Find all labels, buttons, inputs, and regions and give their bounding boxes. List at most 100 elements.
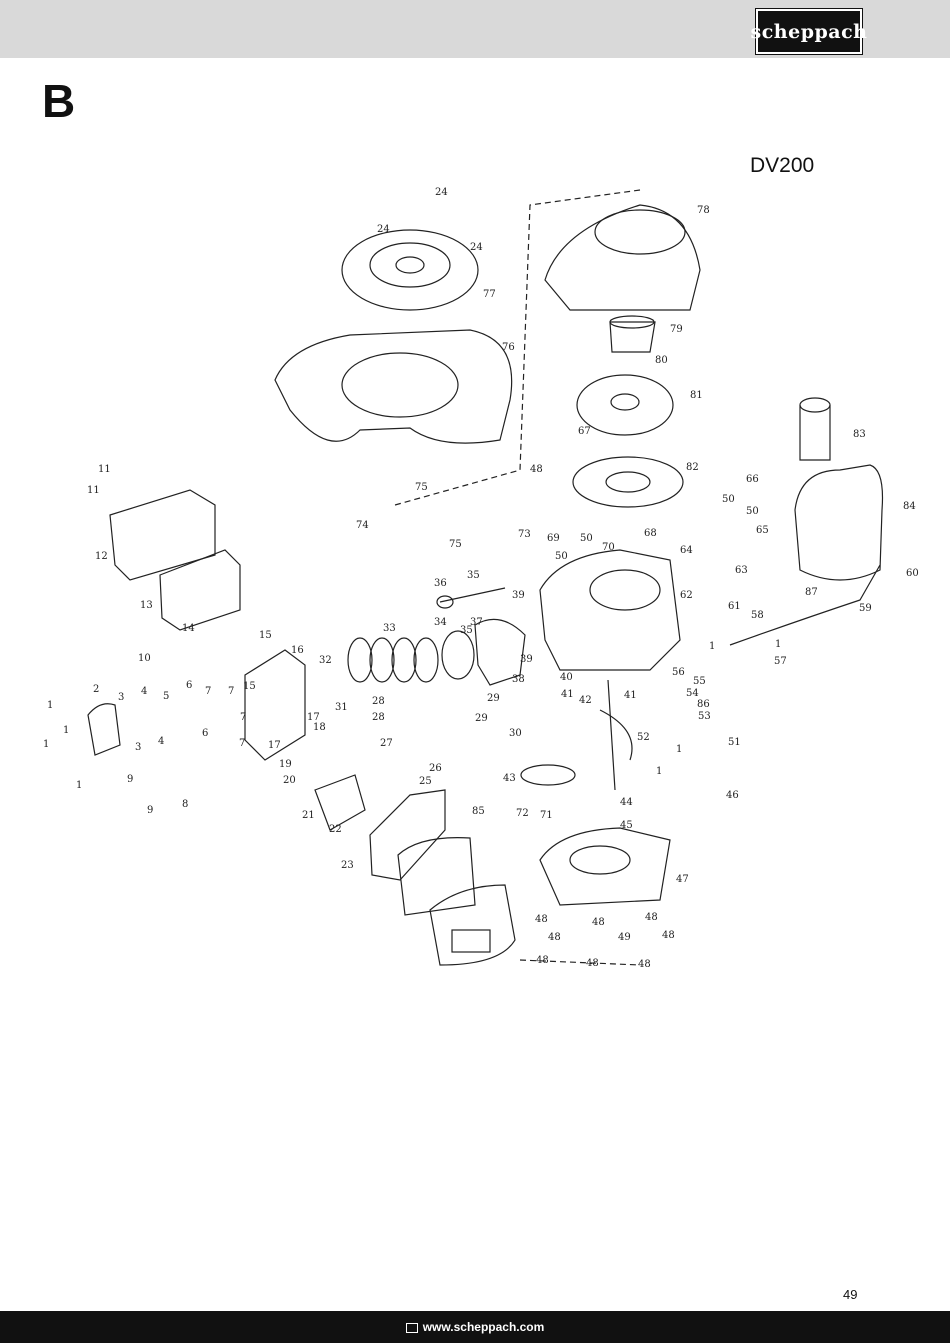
svg-text:65: 65 <box>756 525 769 536</box>
svg-text:57: 57 <box>774 656 787 667</box>
svg-text:80: 80 <box>655 355 668 366</box>
svg-text:7: 7 <box>240 712 246 723</box>
svg-text:52: 52 <box>637 732 650 743</box>
svg-text:67: 67 <box>578 426 591 437</box>
svg-text:24: 24 <box>435 187 448 198</box>
svg-text:58: 58 <box>751 610 764 621</box>
svg-text:28: 28 <box>372 696 385 707</box>
svg-text:7: 7 <box>205 686 211 697</box>
svg-text:82: 82 <box>686 462 699 473</box>
svg-text:35: 35 <box>467 570 480 581</box>
svg-text:50: 50 <box>722 494 735 505</box>
svg-text:61: 61 <box>728 601 741 612</box>
svg-text:35: 35 <box>460 625 473 636</box>
svg-text:51: 51 <box>728 737 741 748</box>
svg-text:31: 31 <box>335 702 348 713</box>
svg-text:56: 56 <box>672 667 685 678</box>
svg-text:3: 3 <box>135 742 141 753</box>
svg-text:62: 62 <box>680 590 693 601</box>
svg-text:1: 1 <box>63 725 69 736</box>
website-link[interactable]: www.scheppach.com <box>422 1320 545 1334</box>
svg-text:1: 1 <box>47 700 53 711</box>
svg-text:17: 17 <box>268 740 281 751</box>
svg-text:15: 15 <box>259 630 272 641</box>
svg-text:74: 74 <box>356 520 369 531</box>
svg-text:53: 53 <box>698 711 711 722</box>
svg-text:4: 4 <box>158 736 164 747</box>
svg-text:48: 48 <box>592 917 605 928</box>
svg-text:14: 14 <box>182 623 195 634</box>
svg-text:38: 38 <box>512 674 525 685</box>
svg-text:40: 40 <box>560 672 573 683</box>
svg-text:23: 23 <box>341 860 354 871</box>
svg-text:4: 4 <box>141 686 147 697</box>
svg-text:21: 21 <box>302 810 315 821</box>
svg-text:32: 32 <box>319 655 332 666</box>
svg-text:63: 63 <box>735 565 748 576</box>
svg-text:85: 85 <box>472 806 485 817</box>
svg-text:29: 29 <box>475 713 488 724</box>
svg-text:48: 48 <box>536 955 549 966</box>
svg-text:72: 72 <box>516 808 529 819</box>
svg-text:75: 75 <box>415 482 428 493</box>
svg-text:17: 17 <box>307 712 320 723</box>
svg-text:37: 37 <box>470 617 483 628</box>
svg-text:84: 84 <box>903 501 916 512</box>
page-header: scheppach <box>0 0 950 58</box>
svg-text:36: 36 <box>434 578 447 589</box>
svg-text:7: 7 <box>228 686 234 697</box>
svg-text:16: 16 <box>291 645 304 656</box>
svg-text:26: 26 <box>429 763 442 774</box>
svg-text:11: 11 <box>87 485 100 496</box>
svg-text:71: 71 <box>540 810 553 821</box>
svg-text:43: 43 <box>503 773 516 784</box>
svg-text:41: 41 <box>561 689 574 700</box>
svg-text:11: 11 <box>98 464 111 475</box>
svg-text:30: 30 <box>509 728 522 739</box>
model-name: DV200 <box>750 154 815 177</box>
svg-text:28: 28 <box>372 712 385 723</box>
svg-text:78: 78 <box>697 205 710 216</box>
svg-text:12: 12 <box>95 551 108 562</box>
svg-text:48: 48 <box>535 914 548 925</box>
svg-text:22: 22 <box>329 824 342 835</box>
svg-text:18: 18 <box>313 722 326 733</box>
svg-text:68: 68 <box>644 528 657 539</box>
svg-text:45: 45 <box>620 820 633 831</box>
svg-text:19: 19 <box>279 759 292 770</box>
svg-text:6: 6 <box>202 728 208 739</box>
svg-text:87: 87 <box>805 587 818 598</box>
page-footer: www.scheppach.com <box>0 1311 950 1343</box>
svg-text:48: 48 <box>638 959 651 970</box>
svg-text:70: 70 <box>602 542 615 553</box>
svg-text:24: 24 <box>470 242 483 253</box>
svg-text:50: 50 <box>746 506 759 517</box>
svg-text:42: 42 <box>579 695 592 706</box>
svg-text:15: 15 <box>243 681 256 692</box>
svg-text:44: 44 <box>620 797 633 808</box>
svg-text:24: 24 <box>377 224 390 235</box>
svg-text:60: 60 <box>906 568 919 579</box>
svg-text:20: 20 <box>283 775 296 786</box>
svg-text:29: 29 <box>487 693 500 704</box>
svg-text:6: 6 <box>186 680 192 691</box>
svg-text:77: 77 <box>483 289 496 300</box>
svg-text:48: 48 <box>586 958 599 969</box>
page-number: 49 <box>843 1287 858 1302</box>
svg-text:59: 59 <box>859 603 872 614</box>
svg-text:66: 66 <box>746 474 759 485</box>
svg-text:9: 9 <box>147 805 153 816</box>
svg-text:9: 9 <box>127 774 133 785</box>
svg-text:13: 13 <box>140 600 153 611</box>
svg-text:54: 54 <box>686 688 699 699</box>
svg-text:2: 2 <box>93 684 99 695</box>
svg-text:48: 48 <box>530 464 543 475</box>
svg-text:46: 46 <box>726 790 739 801</box>
svg-text:75: 75 <box>449 539 462 550</box>
svg-text:1: 1 <box>43 739 49 750</box>
svg-text:47: 47 <box>676 874 689 885</box>
svg-text:50: 50 <box>555 551 568 562</box>
svg-text:1: 1 <box>656 766 662 777</box>
svg-text:39: 39 <box>520 654 533 665</box>
svg-text:69: 69 <box>547 533 560 544</box>
